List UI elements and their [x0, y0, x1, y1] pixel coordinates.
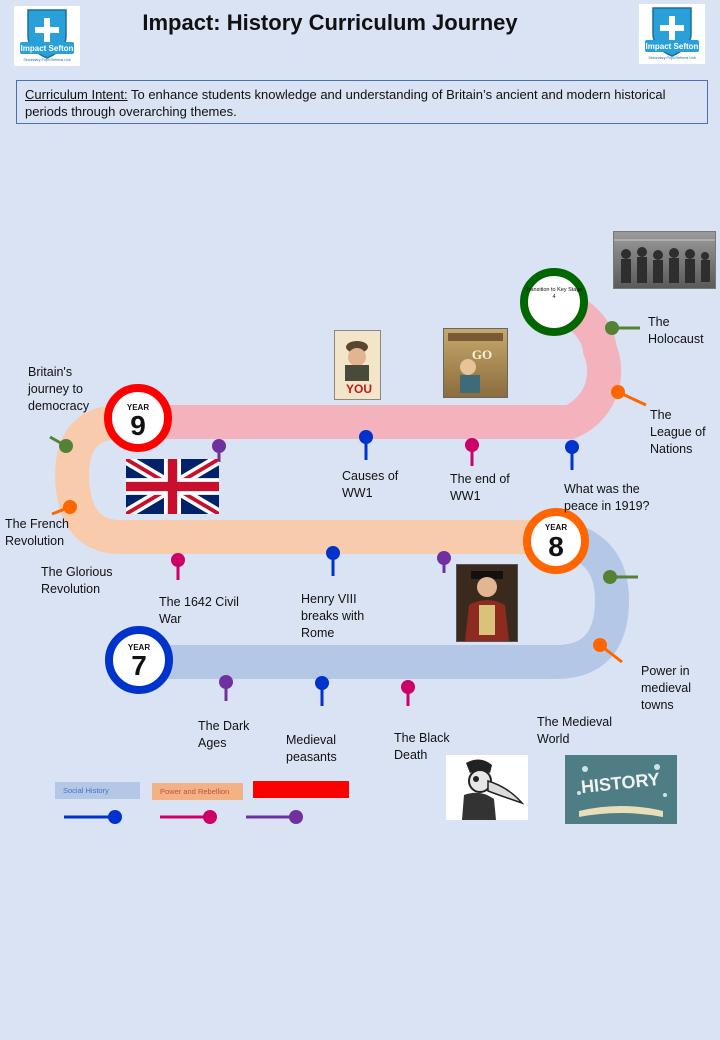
legend-social-history: Social History [55, 782, 140, 799]
impact-sefton-logo-left: Impact Sefton Secondary Pupil Referral U… [14, 6, 80, 66]
pin-power-medieval-towns [593, 638, 623, 664]
year8-badge-text: YEAR 8 [526, 511, 586, 571]
history-book-image: HISTORY [565, 755, 677, 824]
label-causes-ww1: Causes of WW1 [342, 469, 399, 500]
year7-word: YEAR [127, 643, 151, 652]
label-dark-ages: The Dark Ages [198, 719, 250, 750]
label-end-ww1: The end of WW1 [450, 472, 510, 503]
label-glorious-revolution: The Glorious Revolution [41, 565, 113, 596]
track-year8 [54, 405, 556, 554]
label-french-revolution: The French Revolution [5, 517, 69, 548]
page-title: Impact: History Curriculum Journey [142, 10, 518, 35]
pin-year8-green [603, 570, 638, 584]
pin-democracy [49, 435, 73, 453]
holocaust-photo [613, 231, 716, 289]
year8-word: YEAR [544, 523, 568, 532]
label-peace-1919: What was the peace in 1919? [564, 482, 650, 513]
legend-pin-blue [64, 810, 122, 824]
intent-text: To enhance students knowledge and unders… [25, 87, 666, 119]
curriculum-intent-box: Curriculum Intent: To enhance students k… [16, 80, 708, 124]
transition-label: Transition to Key Stage 4 [525, 287, 583, 300]
label-power-medieval-towns: Power in medieval towns [641, 664, 692, 712]
legend-pin-magenta [160, 810, 217, 824]
pin-civil-war [171, 553, 185, 580]
pin-year9-1 [212, 439, 226, 462]
history-book-text: HISTORY [580, 769, 661, 797]
label-civil-war: The 1642 Civil War [159, 595, 239, 626]
pin-league-of-nations [611, 385, 647, 407]
logo-text: Impact Sefton [646, 42, 699, 51]
pin-french-revolution [51, 500, 77, 516]
year9-word: YEAR [126, 403, 150, 412]
logo-subtext: Secondary Pupil Referral Unit [23, 58, 70, 62]
badge-year8 [523, 508, 589, 574]
poster-go-text: GO [472, 347, 492, 362]
intent-label: Curriculum Intent: [25, 87, 128, 102]
logo-text: Impact Sefton [21, 44, 74, 53]
pin-holocaust [605, 321, 640, 335]
kitchener-poster-image: YOU [334, 330, 381, 400]
legend-third-category [253, 781, 349, 798]
pin-black-death [401, 680, 415, 706]
year8-number: 8 [548, 531, 564, 562]
year9-badge-text: YEAR 9 [108, 388, 168, 448]
badge-transition-ks4 [520, 268, 588, 336]
label-league-of-nations: The League of Nations [650, 408, 706, 456]
track-year9 [121, 285, 622, 439]
pin-peace-1919 [565, 440, 579, 470]
year7-number: 7 [131, 650, 147, 681]
ww1-poster-image: GO [443, 328, 508, 398]
label-black-death: The Black Death [394, 731, 450, 762]
logo-subtext: Secondary Pupil Referral Unit [648, 56, 695, 60]
pin-end-ww1 [465, 438, 479, 466]
legend-pin-purple [246, 810, 303, 824]
pin-year8-purple [437, 551, 451, 573]
pin-henry-viii [326, 546, 340, 576]
impact-sefton-logo-right: Impact Sefton Secondary Pupil Referral U… [639, 4, 705, 64]
year7-badge-text: YEAR 7 [109, 630, 169, 690]
label-medieval-peasants: Medieval peasants [286, 733, 337, 764]
legend-power-rebellion: Power and Rebellion [152, 783, 243, 800]
pin-medieval-peasants [315, 676, 329, 706]
pin-causes-ww1 [359, 430, 373, 460]
union-jack-flag [123, 454, 222, 519]
label-henry-viii: Henry VIII breaks with Rome [301, 592, 365, 640]
poster-you-text: YOU [346, 382, 372, 396]
label-holocaust: The Holocaust [648, 315, 704, 346]
badge-year7 [105, 626, 173, 694]
henry-viii-portrait [456, 564, 518, 642]
label-democracy: Britain's journey to democracy [28, 365, 90, 413]
pin-dark-ages [219, 675, 233, 701]
year9-number: 9 [130, 410, 146, 441]
badge-year9 [104, 384, 172, 452]
label-medieval-world: The Medieval World [537, 715, 613, 746]
plague-doctor-image [446, 755, 528, 820]
